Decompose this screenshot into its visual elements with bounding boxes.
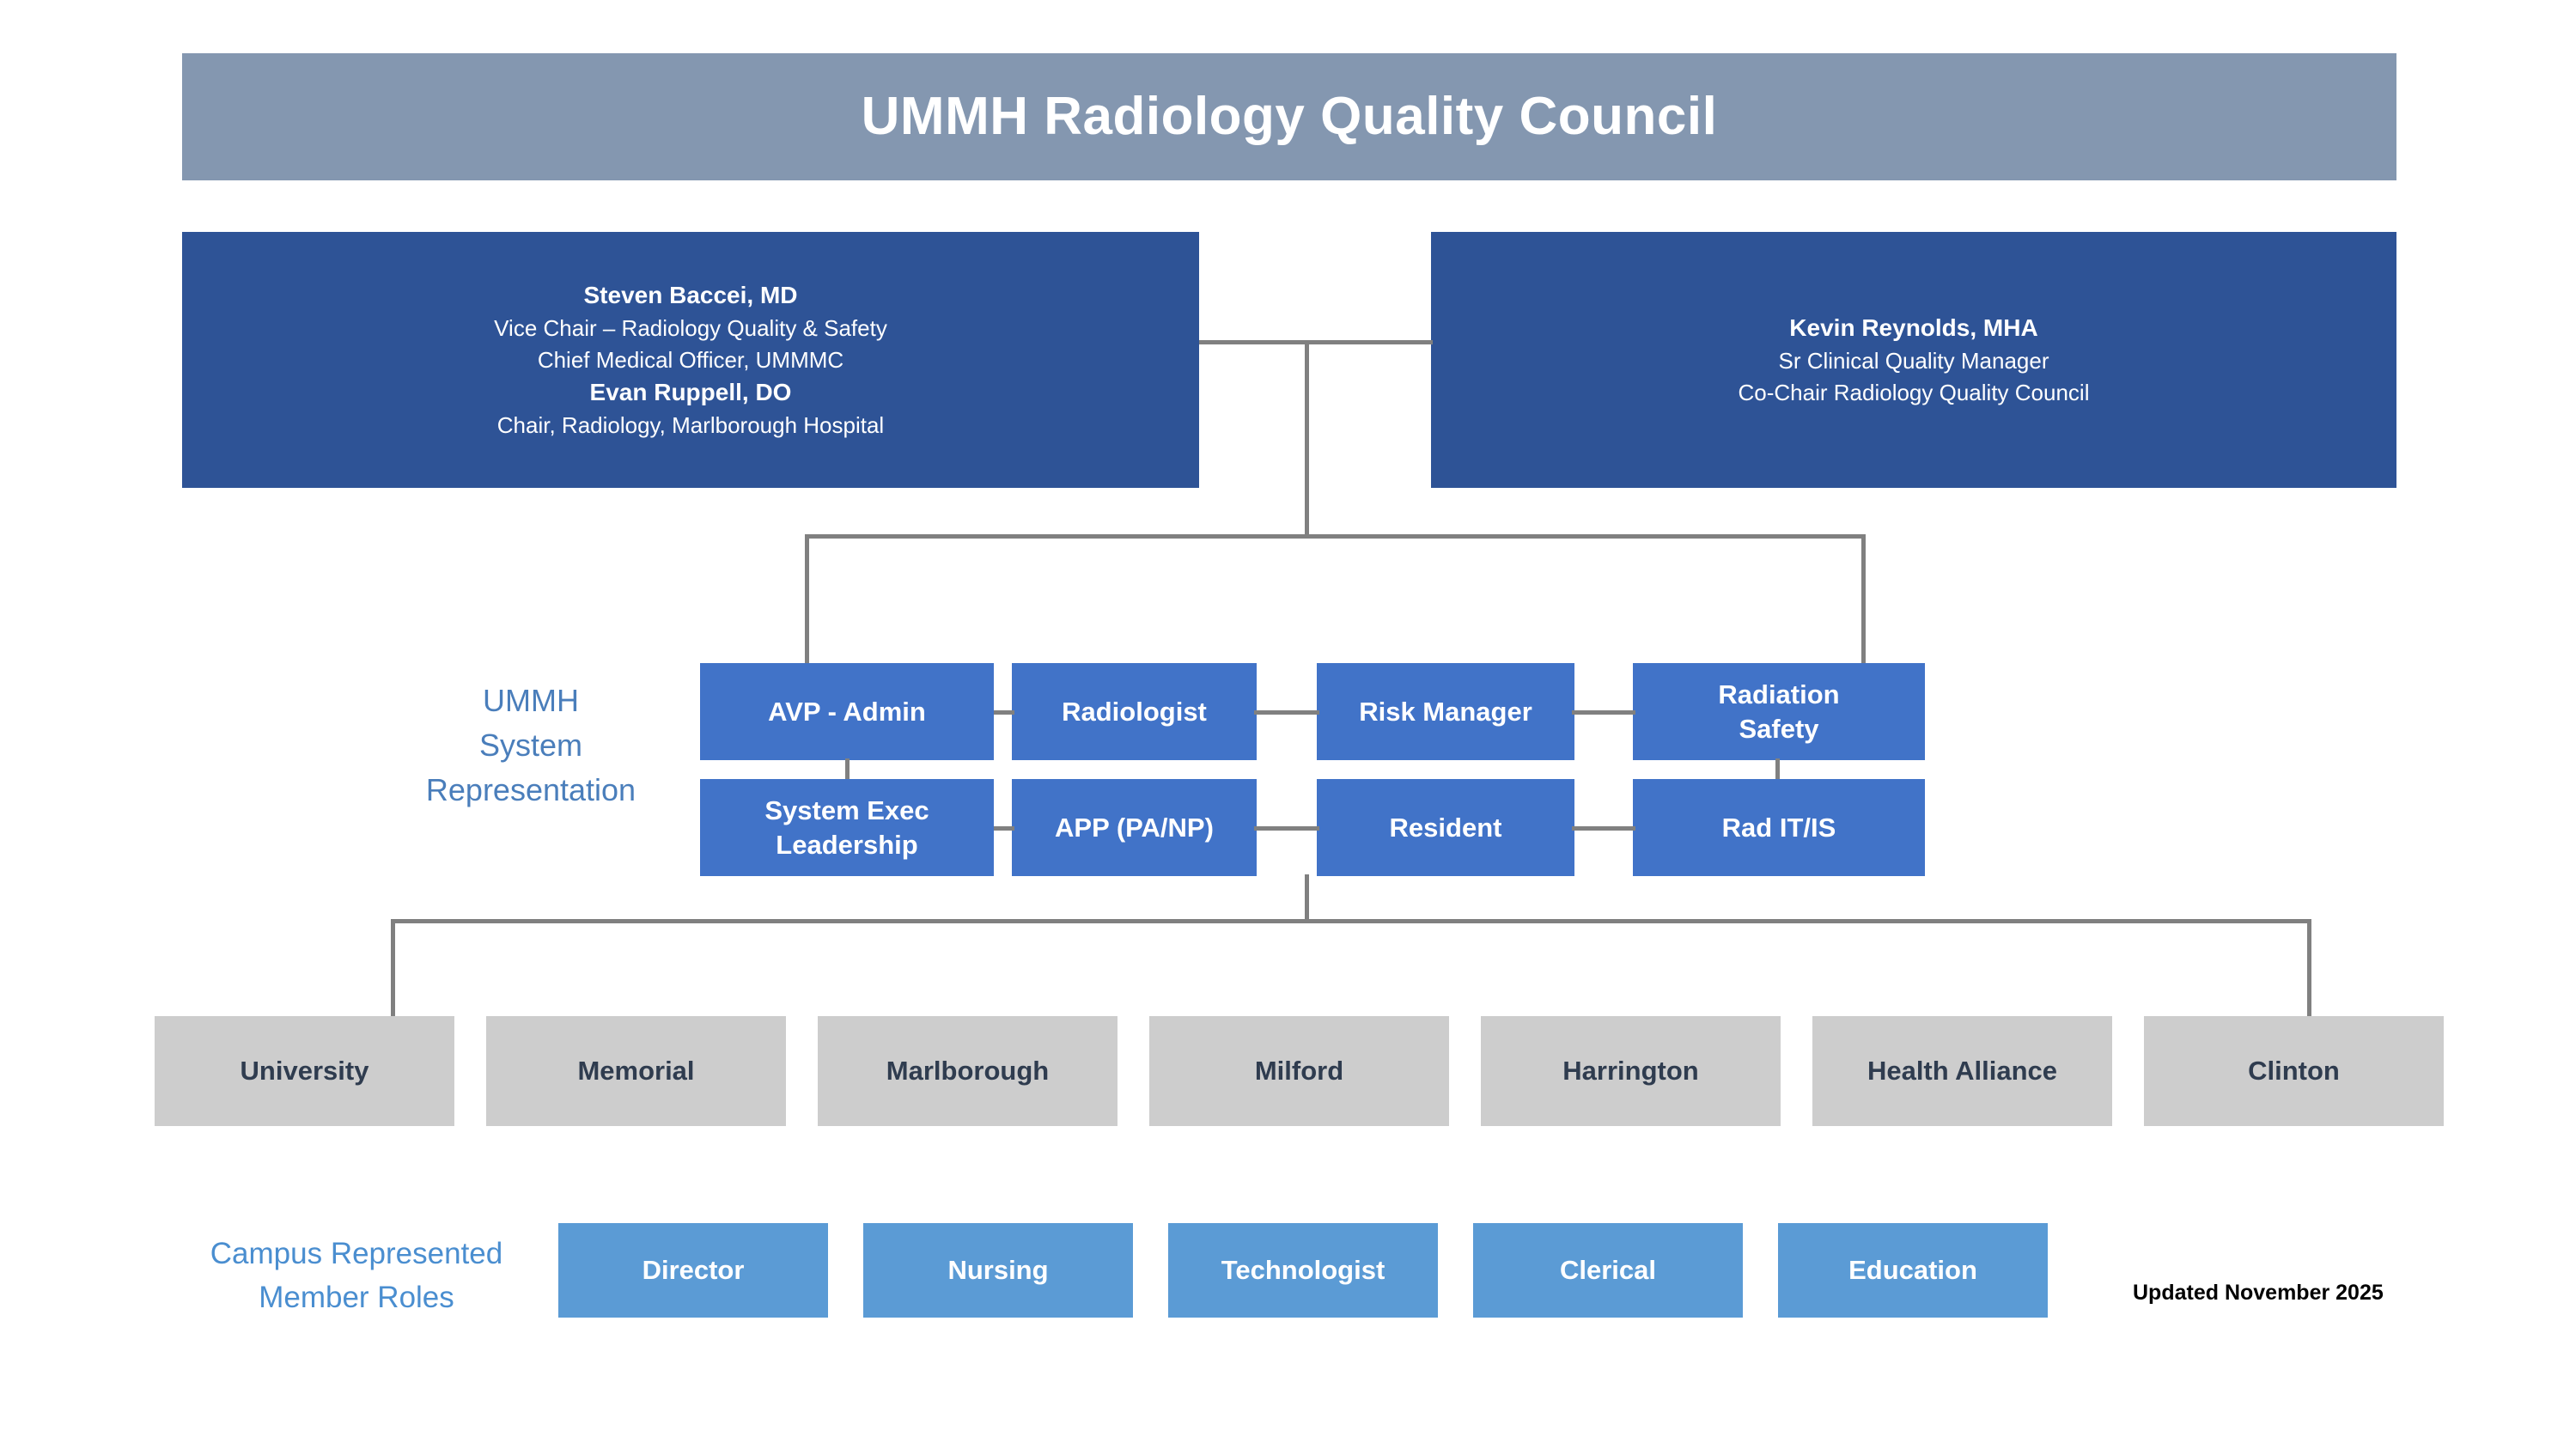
role-box-label: Resident — [1389, 812, 1502, 843]
campus-box-harrington[interactable]: Harrington — [1481, 1016, 1781, 1126]
connector-row2-c — [1572, 826, 1635, 831]
member-role-label: Education — [1848, 1255, 1977, 1285]
member-role-box-director[interactable]: Director — [558, 1223, 828, 1318]
role-box-avp-admin[interactable]: AVP - Admin — [700, 663, 994, 760]
member-role-label: Director — [642, 1255, 745, 1285]
member-roles-label: Campus Represented Member Roles — [155, 1233, 558, 1320]
role-line-2: Safety — [1739, 713, 1819, 744]
member-role-box-education[interactable]: Education — [1778, 1223, 2048, 1318]
exec-card-right[interactable]: Kevin Reynolds, MHA Sr Clinical Quality … — [1431, 232, 2396, 488]
role-box-app[interactable]: APP (PA/NP) — [1012, 779, 1257, 876]
member-role-label: Clerical — [1559, 1255, 1656, 1285]
member-role-box-technologist[interactable]: Technologist — [1168, 1223, 1438, 1318]
exec-role: Vice Chair – Radiology Quality & Safety — [494, 314, 887, 341]
connector-campus-distribution — [391, 919, 2311, 923]
member-roles-line: Campus Represented — [210, 1237, 503, 1270]
connector-radsafety-to-radit — [1775, 758, 1780, 781]
role-box-label: APP (PA/NP) — [1055, 812, 1214, 843]
connector-row2-a — [994, 826, 1014, 831]
member-role-box-clerical[interactable]: Clerical — [1473, 1223, 1743, 1318]
exec-role: Chief Medical Officer, UMMMC — [537, 346, 844, 373]
role-box-risk-manager[interactable]: Risk Manager — [1317, 663, 1574, 760]
role-box-label: AVP - Admin — [768, 696, 926, 727]
exec-role: Chair, Radiology, Marlborough Hospital — [496, 412, 885, 439]
connector-mid-distribution — [805, 534, 1866, 539]
campus-label: Memorial — [577, 1056, 695, 1086]
connector-exec-drop — [1305, 340, 1309, 538]
exec-role: Co-Chair Radiology Quality Council — [1738, 379, 2090, 405]
exec-name: Kevin Reynolds, MHA — [1789, 314, 2038, 342]
page-title: UMMH Radiology Quality Council — [861, 87, 1718, 147]
campus-box-university[interactable]: University — [155, 1016, 454, 1126]
campus-box-clinton[interactable]: Clinton — [2144, 1016, 2444, 1126]
connector-row2-b — [1254, 826, 1319, 831]
member-roles-line: Member Roles — [259, 1280, 454, 1314]
page-title-banner: UMMH Radiology Quality Council — [182, 53, 2396, 180]
role-box-radiologist[interactable]: Radiologist — [1012, 663, 1257, 760]
system-representation-label: UMMH System Representation — [371, 679, 691, 812]
system-representation-line: System — [478, 727, 583, 763]
exec-name: Evan Ruppell, DO — [589, 379, 792, 406]
system-representation-line: Representation — [425, 771, 636, 807]
campus-box-health-alliance[interactable]: Health Alliance — [1812, 1016, 2112, 1126]
connector-campus-right-riser — [2307, 919, 2311, 1018]
role-box-resident[interactable]: Resident — [1317, 779, 1574, 876]
campus-label: Harrington — [1562, 1056, 1699, 1086]
connector-avp-to-sysexec — [845, 758, 850, 781]
exec-name: Steven Baccei, MD — [583, 281, 798, 308]
exec-role: Sr Clinical Quality Manager — [1778, 347, 2049, 374]
campus-label: Milford — [1254, 1056, 1344, 1086]
member-role-label: Technologist — [1221, 1255, 1385, 1285]
campus-label: Clinton — [2248, 1056, 2340, 1086]
connector-row1-a — [994, 710, 1014, 715]
role-box-label: Risk Manager — [1359, 696, 1532, 727]
system-representation-line: UMMH — [483, 683, 579, 718]
member-role-box-nursing[interactable]: Nursing — [863, 1223, 1133, 1318]
member-role-label: Nursing — [947, 1255, 1049, 1285]
role-line-2: Leadership — [776, 829, 918, 860]
role-box-label: Radiologist — [1062, 696, 1207, 727]
exec-card-left[interactable]: Steven Baccei, MD Vice Chair – Radiology… — [182, 232, 1199, 488]
campus-box-memorial[interactable]: Memorial — [486, 1016, 786, 1126]
connector-row1-c — [1572, 710, 1635, 715]
role-line-1: Radiation — [1718, 679, 1840, 710]
connector-mid-left-riser — [805, 534, 809, 665]
role-box-label: Rad IT/IS — [1721, 812, 1836, 843]
connector-campus-drop — [1305, 874, 1309, 922]
connector-mid-right-riser — [1861, 534, 1866, 665]
role-box-rad-it-is[interactable]: Rad IT/IS — [1633, 779, 1925, 876]
role-line-1: System Exec — [764, 795, 929, 826]
connector-campus-left-riser — [391, 919, 395, 1018]
campus-label: University — [240, 1056, 369, 1086]
campus-box-marlborough[interactable]: Marlborough — [818, 1016, 1117, 1126]
campus-label: Marlborough — [886, 1056, 1050, 1086]
updated-note: Updated November 2025 — [2133, 1281, 2384, 1305]
campus-box-milford[interactable]: Milford — [1149, 1016, 1449, 1126]
connector-exec-horizontal — [1199, 340, 1433, 344]
connector-row1-b — [1254, 710, 1319, 715]
campus-label: Health Alliance — [1867, 1056, 2058, 1086]
